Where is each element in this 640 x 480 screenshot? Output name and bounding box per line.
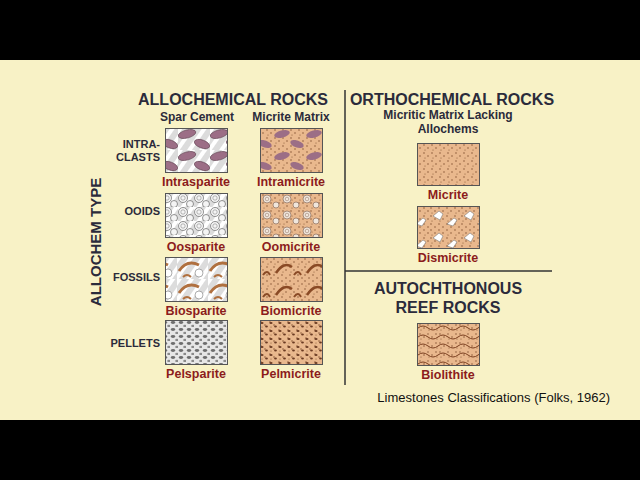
rock-type-box: Dismicrite [398,206,498,266]
texture-box [146,257,246,302]
texture-box [146,320,246,365]
texture-fill [166,129,228,173]
heading-label: ORTHOCHEMICAL ROCKS [347,90,557,109]
texture-box [398,206,498,249]
texture-fill [418,144,480,186]
rock-name: Intramicrite [241,128,341,190]
caption: Limestones Classifications (Folks, 1962) [360,390,610,405]
rock-type-box: Intrasparite [146,128,246,190]
texture-box [241,320,341,365]
rock-name: Oosparite [146,193,246,255]
texture-fill [261,258,323,302]
rock-type-box: Intramicrite [241,128,341,190]
heading-label: AUTOCHTHONOUS REEF ROCKS [363,279,533,317]
rock-name: Pelmicrite [241,320,341,382]
divider-line [345,270,552,272]
texture-box [146,193,246,238]
axis-label: ALLOCHEM TYPE [87,167,105,317]
row-label: PELLETS [100,337,160,350]
texture-fill [418,324,480,366]
texture-box [146,128,246,173]
rock-name: Biomicrite [241,257,341,319]
texture-box [241,257,341,302]
texture-fill [261,194,323,238]
heading-label: Micritic Matrix Lacking Allochems [373,108,523,136]
texture-fill [261,129,323,173]
texture-box [398,143,498,186]
rock-type-box: Biolithite [398,323,498,383]
row-label: INTRA- CLASTS [106,138,160,164]
texture-fill [166,321,228,365]
rock-type-box: Pelmicrite [241,320,341,382]
texture-fill [261,321,323,365]
texture-box [241,193,341,238]
row-label: OOIDS [106,205,160,218]
texture-box [241,128,341,173]
rock-name: Oomicrite [241,193,341,255]
rock-type-box: Oomicrite [241,193,341,255]
rock-name: Micrite [398,143,498,203]
rock-name: Intrasparite [146,128,246,190]
divider-line [344,90,346,385]
rock-type-box: Biosparite [146,257,246,319]
texture-fill [418,207,480,249]
rock-name: Biolithite [398,323,498,383]
rock-name: Dismicrite [398,206,498,266]
rock-name: Pelsparite [146,320,246,382]
texture-box [398,323,498,366]
rock-name: Biosparite [146,257,246,319]
heading-label: Spar Cement [152,110,242,124]
row-label: FOSSILS [100,271,160,284]
rock-type-box: Pelsparite [146,320,246,382]
rock-type-box: Oosparite [146,193,246,255]
texture-fill [166,194,228,238]
heading-label: ALLOCHEMICAL ROCKS [113,90,353,109]
rock-type-box: Micrite [398,143,498,203]
rock-type-box: Biomicrite [241,257,341,319]
texture-fill [166,258,228,302]
heading-label: Micrite Matrix [241,110,341,124]
